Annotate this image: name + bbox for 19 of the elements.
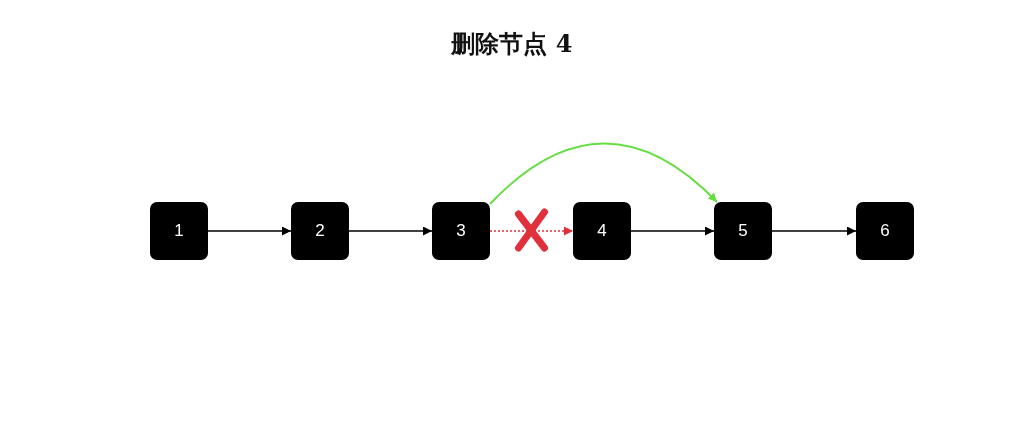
list-node <box>856 202 914 260</box>
arrow <box>489 142 718 205</box>
list-node <box>714 202 772 260</box>
arrow <box>348 226 433 236</box>
title: 删除节点 4 <box>451 28 573 60</box>
list-node <box>573 202 631 260</box>
list-node <box>150 202 208 260</box>
node-label: 4 <box>597 221 607 241</box>
arrow <box>207 226 292 236</box>
list-node <box>291 202 349 260</box>
node-label: 5 <box>738 221 748 241</box>
arrow <box>630 226 715 236</box>
node-label: 1 <box>174 221 184 241</box>
node-label: 6 <box>880 221 890 241</box>
dashed-arrow <box>489 226 574 236</box>
list-node <box>432 202 490 260</box>
arrow <box>771 226 857 236</box>
node-label: 3 <box>456 221 466 241</box>
node-label: 2 <box>315 221 325 241</box>
